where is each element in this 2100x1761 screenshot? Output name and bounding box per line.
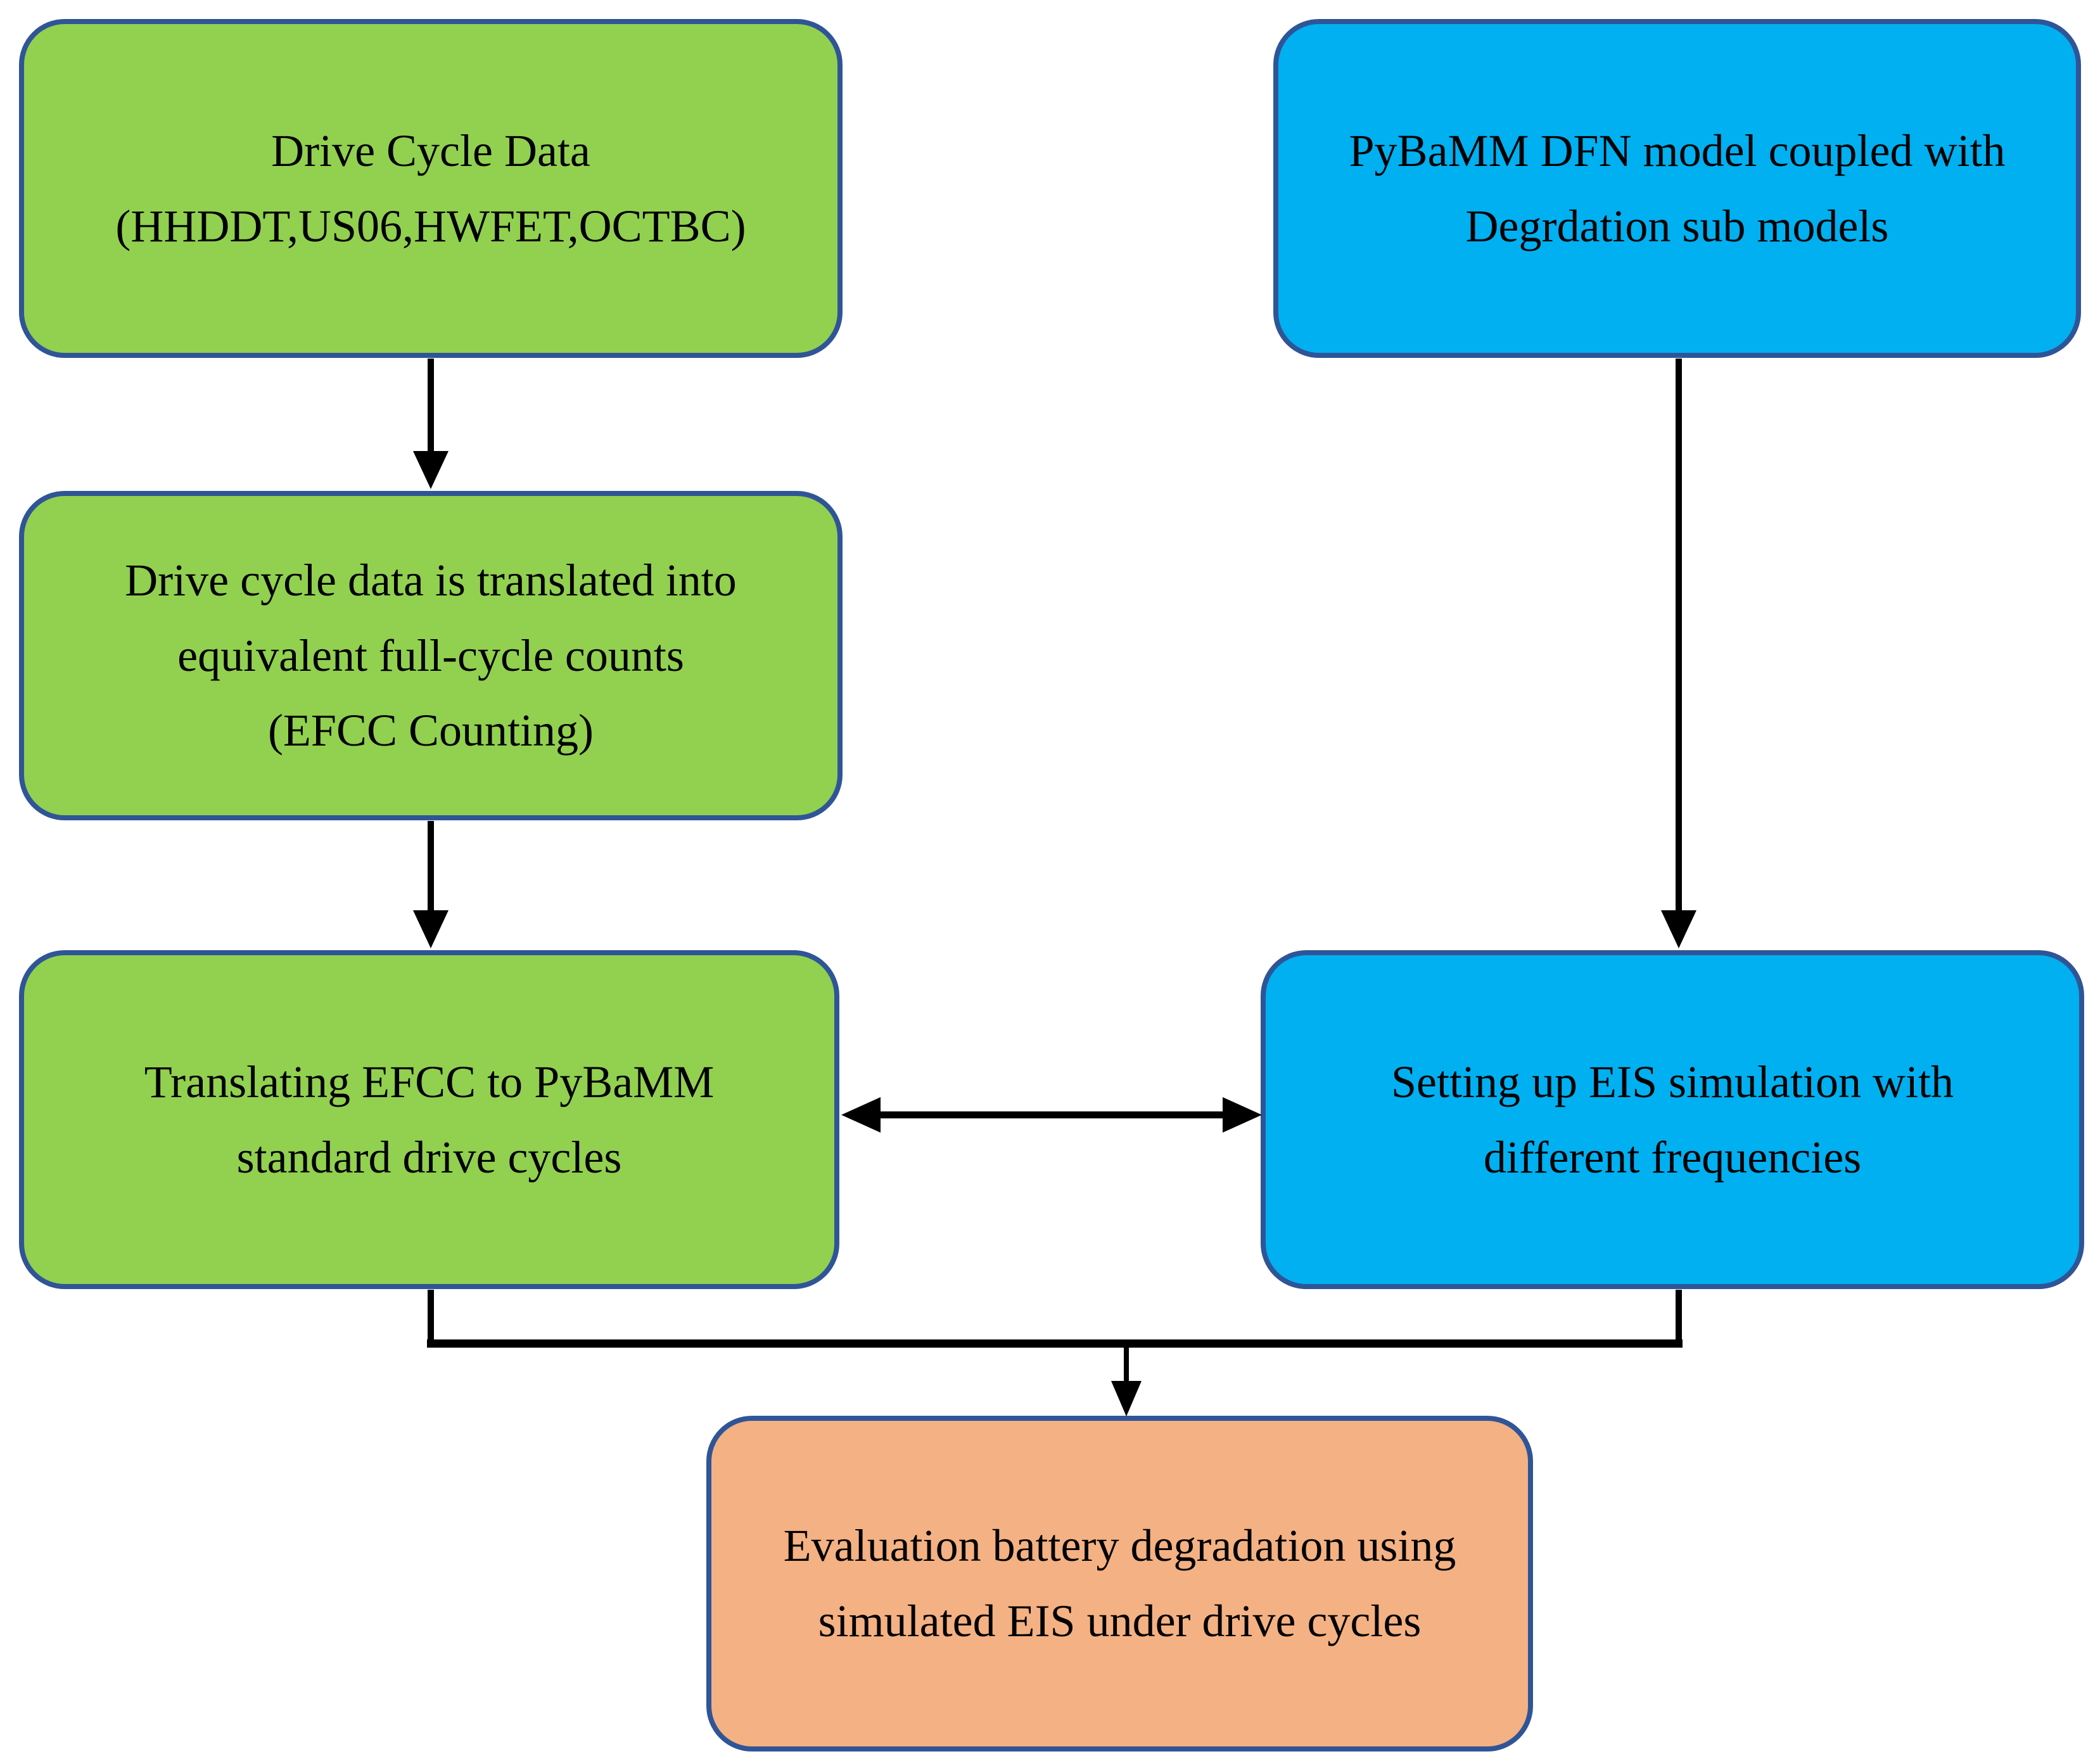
node-eis-simulation-label: Setting up EIS simulation with different… bbox=[1390, 1056, 1954, 1183]
node-efcc-counting-label: Drive cycle data is translated into equi… bbox=[125, 554, 737, 756]
arrow-efcc-to-translating-icon bbox=[413, 821, 449, 948]
node-efcc-counting: Drive cycle data is translated into equi… bbox=[19, 491, 843, 820]
node-eis-simulation: Setting up EIS simulation with different… bbox=[1261, 950, 2084, 1289]
node-drive-cycle-data: Drive Cycle Data (HHDDT,US06,HWFET,OCTBC… bbox=[19, 19, 843, 358]
merge-connector-to-evaluation-icon bbox=[427, 1290, 1683, 1416]
node-translating-efcc-label: Translating EFCC to PyBaMM standard driv… bbox=[144, 1056, 715, 1183]
node-pybamm-dfn-model-label: PyBaMM DFN model coupled with Degrdation… bbox=[1349, 125, 2006, 251]
double-arrow-translating-eis-icon bbox=[841, 1097, 1262, 1133]
node-translating-efcc: Translating EFCC to PyBaMM standard driv… bbox=[19, 950, 839, 1289]
node-evaluation: Evaluation battery degradation using sim… bbox=[706, 1416, 1533, 1751]
arrow-drive-cycle-to-efcc-icon bbox=[413, 359, 449, 489]
node-pybamm-dfn-model: PyBaMM DFN model coupled with Degrdation… bbox=[1273, 19, 2081, 358]
arrow-pybamm-to-eis-icon bbox=[1661, 359, 1696, 948]
node-drive-cycle-data-label: Drive Cycle Data (HHDDT,US06,HWFET,OCTBC… bbox=[115, 125, 746, 251]
node-evaluation-label: Evaluation battery degradation using sim… bbox=[783, 1520, 1456, 1646]
